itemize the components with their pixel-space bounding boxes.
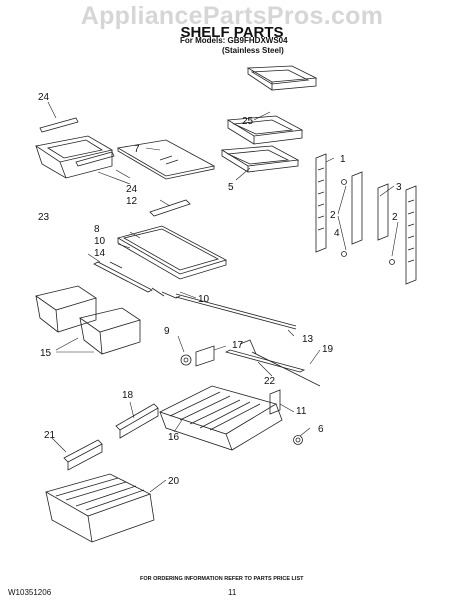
callout-10-bottom: 10 bbox=[198, 294, 210, 305]
callout-5: 5 bbox=[228, 182, 234, 193]
callout-23: 23 bbox=[38, 212, 50, 223]
callout-7: 7 bbox=[134, 144, 140, 155]
ordering-note: FOR ORDERING INFORMATION REFER TO PARTS … bbox=[140, 576, 304, 582]
basket-bracket bbox=[269, 389, 303, 445]
deli-drawer-left bbox=[35, 285, 97, 333]
spill-shelf bbox=[116, 225, 228, 280]
shelf-slides bbox=[93, 261, 181, 299]
leader-lines bbox=[47, 101, 399, 493]
finish-line: (Stainless Steel) bbox=[222, 46, 284, 55]
callout-1: 1 bbox=[340, 154, 346, 165]
glass-shelf bbox=[116, 139, 216, 180]
models-line: For Models: GB9FHDXWS04 bbox=[180, 36, 288, 45]
callout-8: 8 bbox=[94, 224, 100, 235]
basket-rail-18 bbox=[115, 403, 159, 439]
slide-assembly bbox=[180, 339, 321, 387]
shelf-trim bbox=[149, 199, 191, 217]
crisper-drawer-upper bbox=[34, 135, 114, 179]
wire-basket-lower bbox=[44, 473, 155, 543]
rail-screws bbox=[341, 179, 395, 265]
document-number: W10351206 bbox=[8, 588, 52, 597]
callout-22: 22 bbox=[264, 376, 276, 387]
callout-20: 20 bbox=[168, 476, 180, 487]
shelf-frame-lower bbox=[220, 145, 300, 173]
callout-19: 19 bbox=[322, 344, 334, 355]
callout-6: 6 bbox=[318, 424, 324, 435]
shelf-frame-upper bbox=[246, 65, 318, 91]
shelf-rod bbox=[175, 293, 297, 330]
shelf-rail-right bbox=[405, 185, 417, 285]
callout-17: 17 bbox=[232, 340, 244, 351]
wire-basket-upper bbox=[158, 385, 283, 451]
drawer-slide-upper bbox=[39, 117, 115, 167]
callout-13: 13 bbox=[302, 334, 314, 345]
callout-9: 9 bbox=[164, 326, 170, 337]
callout-14: 14 bbox=[94, 248, 106, 259]
callout-24-top: 24 bbox=[38, 92, 50, 103]
page-title: SHELF PARTS bbox=[180, 24, 284, 41]
shelf-rail-left bbox=[315, 153, 327, 253]
basket-rail-21 bbox=[63, 439, 103, 471]
callout-16: 16 bbox=[168, 432, 180, 443]
callout-15: 15 bbox=[40, 348, 52, 359]
callout-10-top: 10 bbox=[94, 236, 106, 247]
callout-2-left: 2 bbox=[330, 210, 336, 221]
callout-25: 25 bbox=[242, 116, 254, 127]
callout-18: 18 bbox=[122, 390, 134, 401]
rail-bracket-left bbox=[351, 171, 363, 245]
callout-21: 21 bbox=[44, 430, 56, 441]
callout-12: 12 bbox=[126, 196, 138, 207]
deli-drawer-right bbox=[79, 307, 141, 355]
rail-bracket-right bbox=[377, 183, 389, 241]
callout-11: 11 bbox=[296, 406, 307, 417]
page-number: 11 bbox=[228, 588, 237, 597]
shelf-frame-middle bbox=[226, 115, 304, 145]
watermark: AppliancePartsPros.com bbox=[80, 2, 384, 30]
callout-2-right: 2 bbox=[392, 212, 398, 223]
callout-4: 4 bbox=[334, 228, 340, 239]
callout-24-mid: 24 bbox=[126, 184, 138, 195]
callout-3: 3 bbox=[396, 182, 402, 193]
